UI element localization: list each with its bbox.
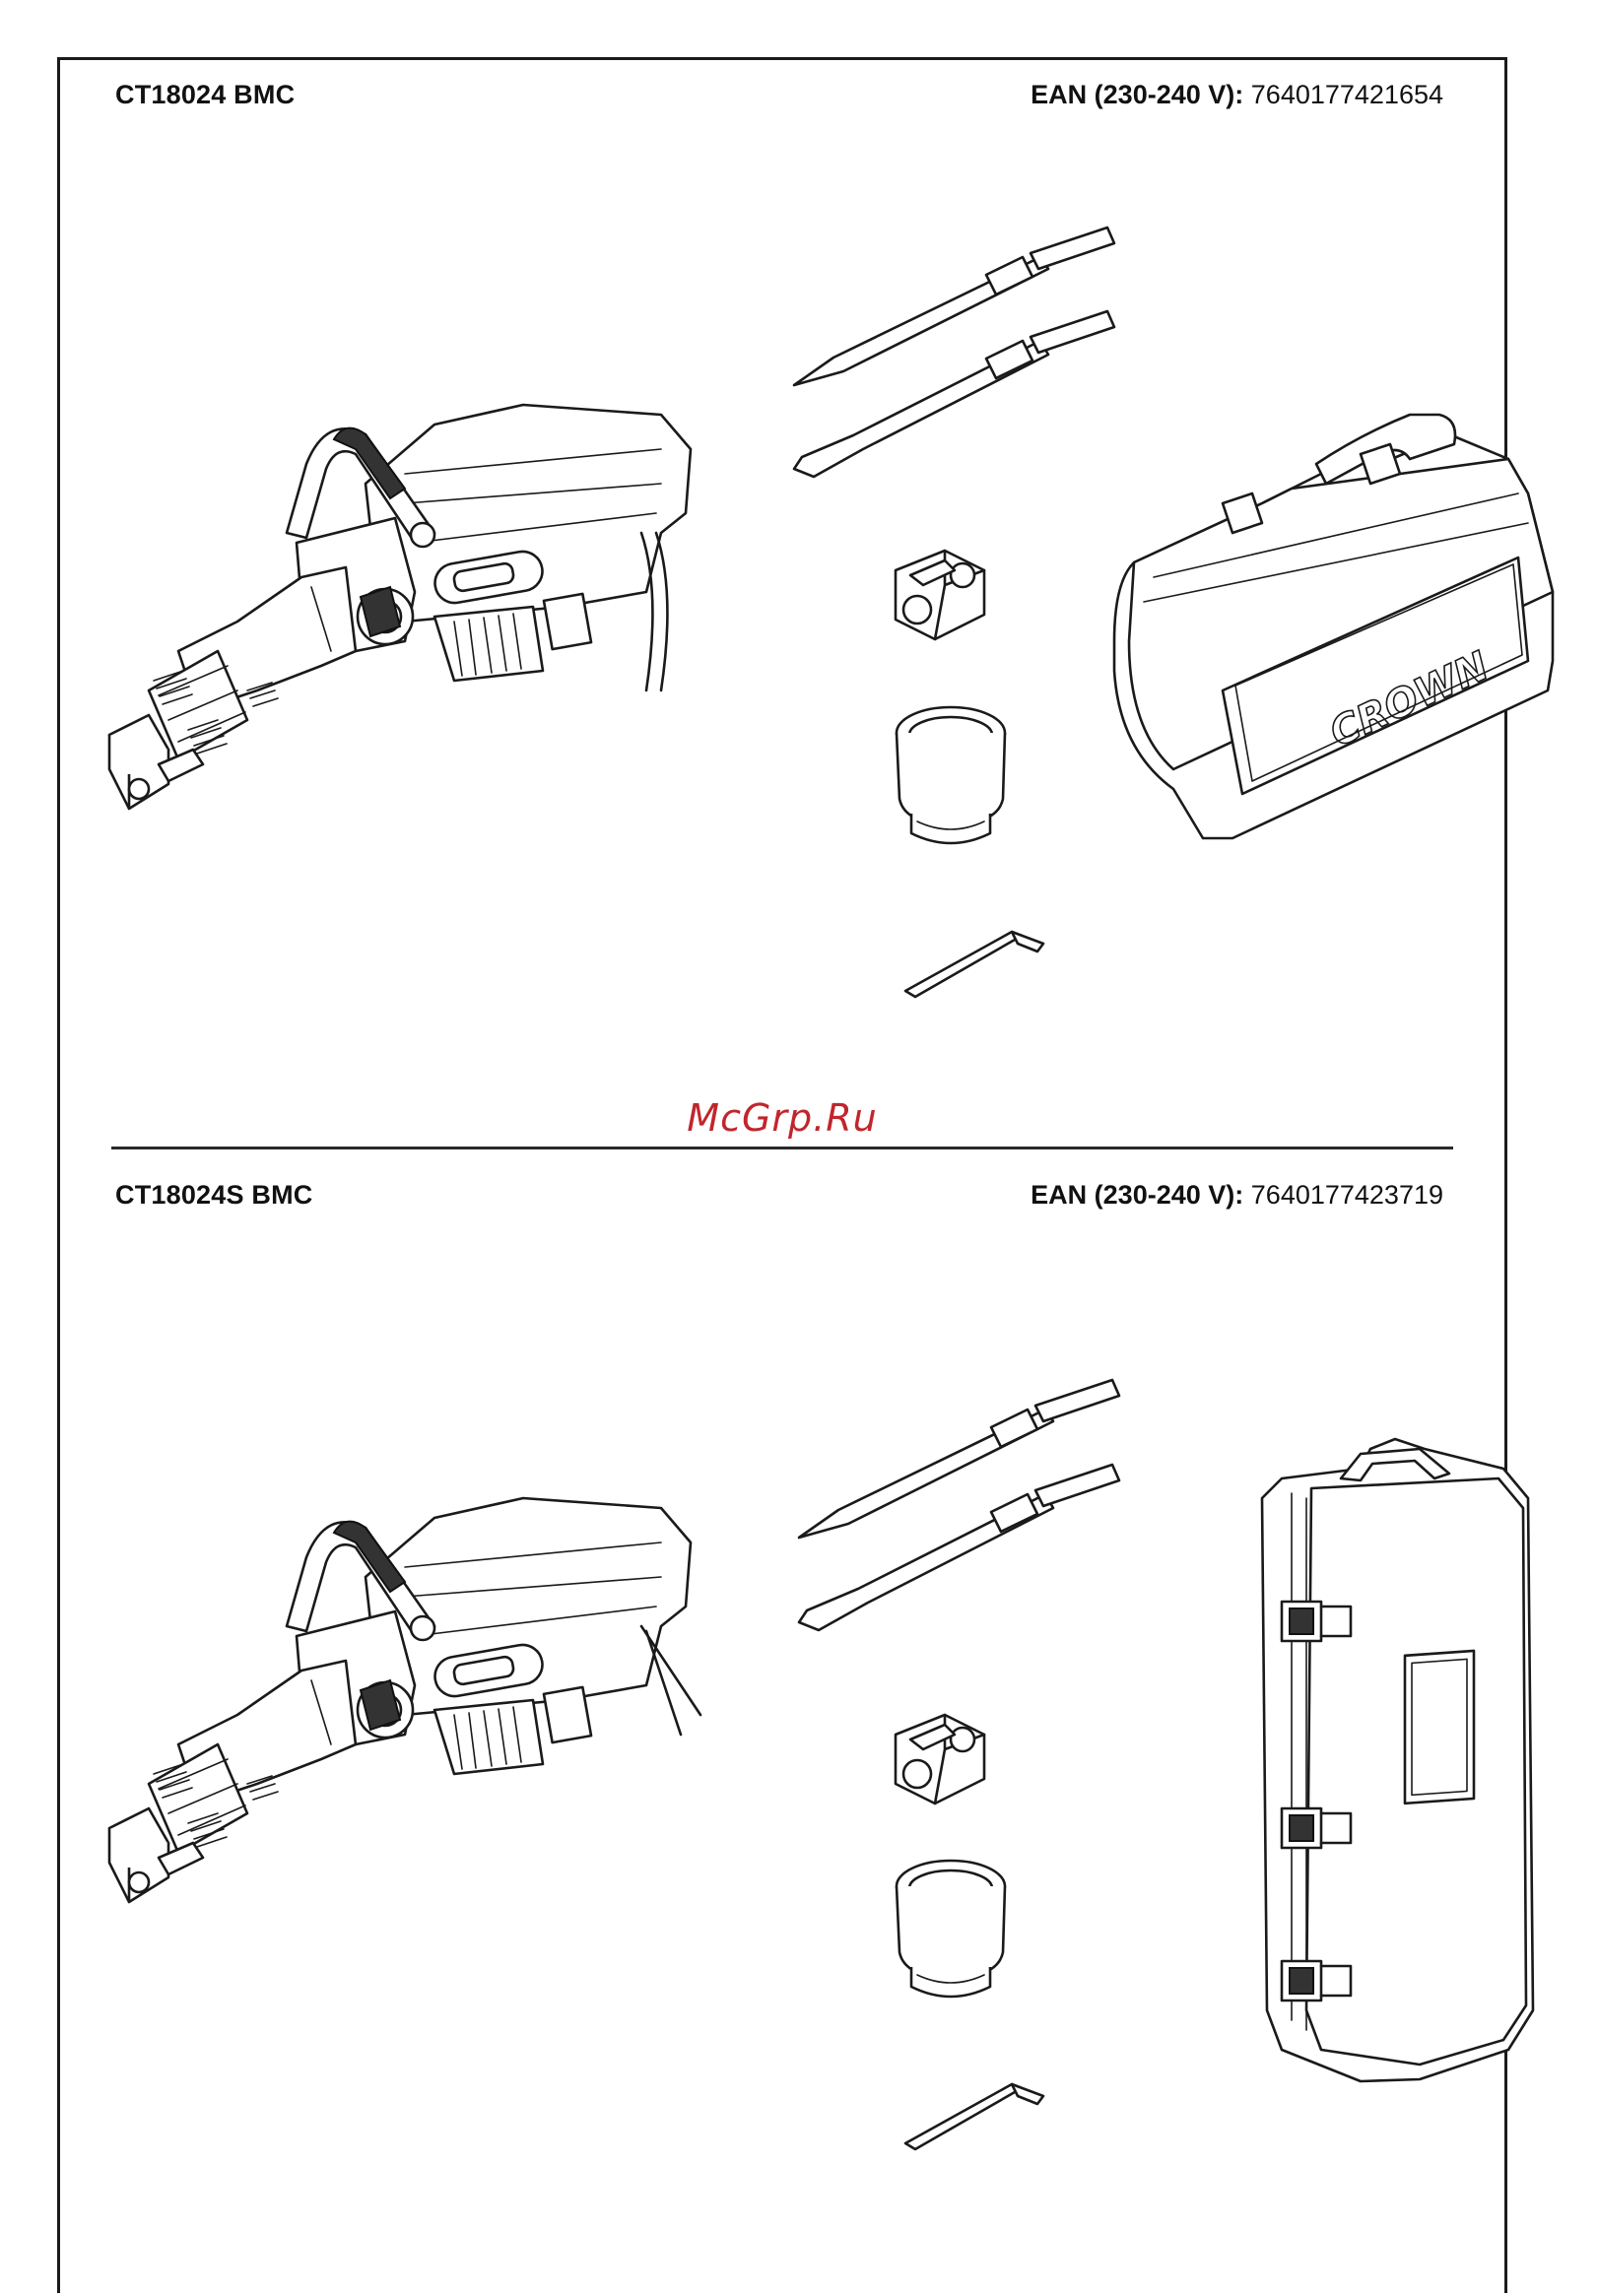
hex-key-icon <box>905 922 1053 1001</box>
ean-line: EAN (230-240 V): 7640177421654 <box>1031 80 1443 110</box>
flat-chisel-icon <box>799 1475 1124 1642</box>
carrying-case-icon: CROWN <box>1114 415 1567 848</box>
product-section-2: CT18024S BMC EAN (230-240 V): 7640177423… <box>60 1153 1504 2296</box>
demolition-hammer-icon <box>109 1488 779 2001</box>
demolition-hammer-icon <box>109 395 779 907</box>
section-divider <box>111 1147 1453 1149</box>
dust-cap-icon <box>890 1859 1018 2006</box>
flat-chisel-icon <box>794 321 1119 489</box>
model-name: CT18024S BMC <box>115 1180 312 1211</box>
ean-label: EAN (230-240 V): <box>1031 80 1243 109</box>
tool-retainer-icon <box>886 1705 1004 1823</box>
ean-value: 7640177421654 <box>1251 80 1443 109</box>
watermark-text: McGrp.Ru <box>60 1096 1504 1140</box>
product-section-1: CT18024 BMC EAN (230-240 V): 76401774216… <box>60 60 1504 1147</box>
ean-label: EAN (230-240 V): <box>1031 1180 1243 1210</box>
carrying-case-icon <box>1262 1419 1538 2089</box>
dust-cap-icon <box>890 705 1018 853</box>
ean-line: EAN (230-240 V): 7640177423719 <box>1031 1180 1443 1211</box>
tool-retainer-icon <box>886 541 1004 659</box>
model-name: CT18024 BMC <box>115 80 295 110</box>
ean-value: 7640177423719 <box>1251 1180 1443 1210</box>
page-frame: CT18024 BMC EAN (230-240 V): 76401774216… <box>57 57 1507 2293</box>
hex-key-icon <box>905 2074 1053 2153</box>
